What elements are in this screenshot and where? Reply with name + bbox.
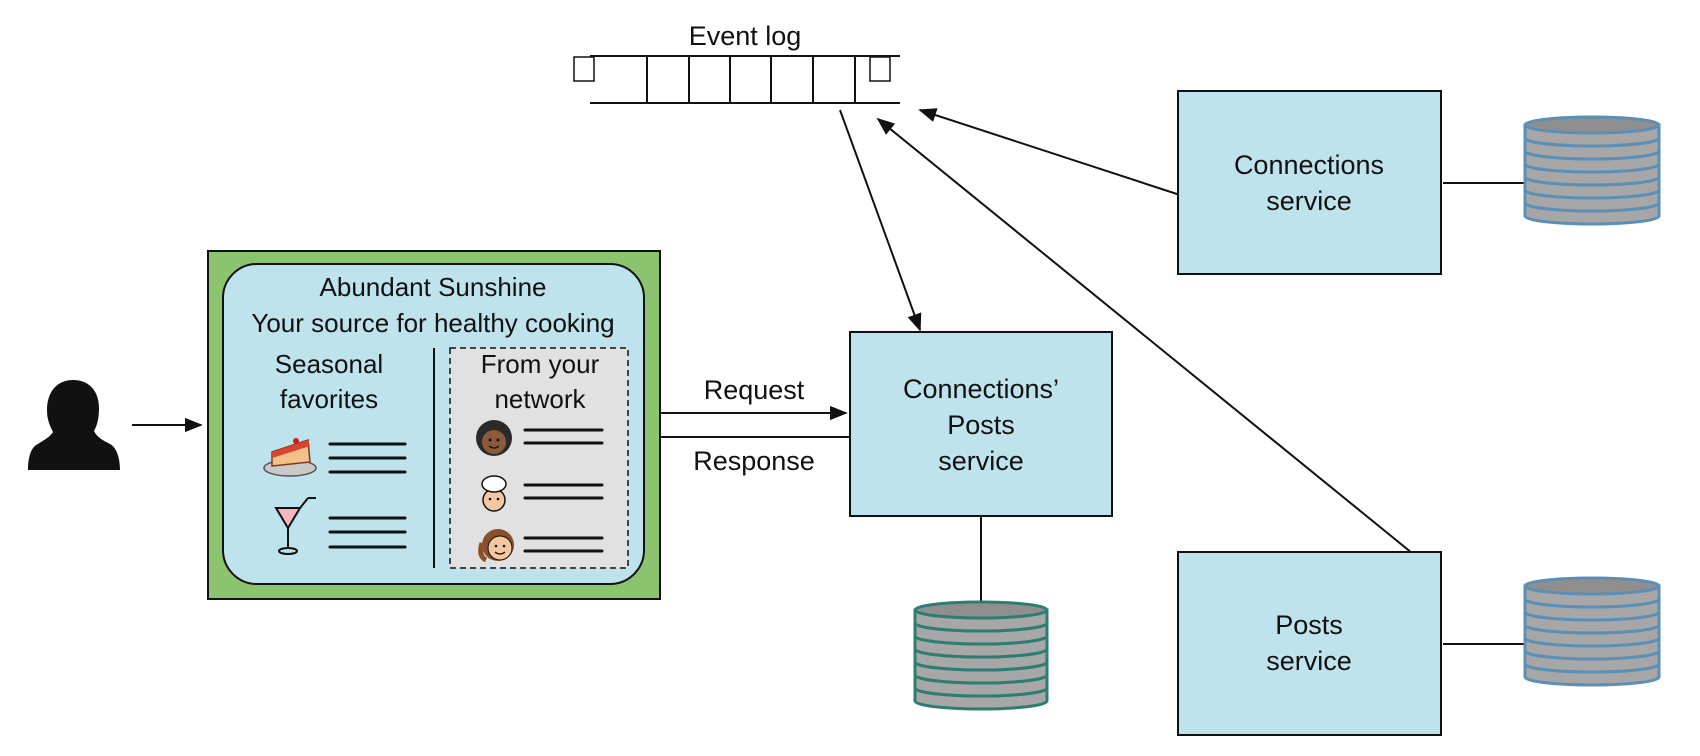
seasonal-favorites-line1: Seasonal — [275, 349, 383, 379]
cake-icon — [263, 438, 317, 477]
posts-service-line1: Posts — [1275, 610, 1343, 640]
database-disk-top — [1523, 115, 1661, 135]
response-label: Response — [693, 446, 815, 476]
arrow-eventlog-to-cps — [839, 109, 922, 332]
posts-service: Posts service — [1177, 551, 1442, 736]
curly-hair-avatar-icon — [476, 420, 512, 456]
database-disk-top — [913, 600, 1049, 620]
database-icon — [913, 600, 1049, 711]
network-panel-line2: network — [494, 384, 586, 414]
network-item-3-lines — [523, 536, 604, 553]
arrow-connections-to-eventlog — [918, 108, 1181, 196]
database-icon — [1523, 115, 1661, 226]
event-log-end-cell-right — [869, 56, 891, 82]
ponytail-avatar-icon — [478, 529, 514, 563]
database-disk-top — [1523, 576, 1661, 596]
connections-posts-service: Connections’ Posts service — [849, 331, 1113, 517]
chef-avatar-icon — [481, 475, 507, 512]
database-icon — [1523, 576, 1661, 687]
connections-service: Connections service — [1177, 90, 1442, 275]
connections-service-line1: Connections — [1234, 150, 1384, 180]
network-panel — [449, 347, 629, 569]
seasonal-favorites-line2: favorites — [280, 384, 378, 414]
web-app: Abundant Sunshine Your source for health… — [207, 250, 661, 600]
app-subtitle: Your source for healthy cooking — [251, 308, 614, 338]
request-label: Request — [704, 375, 805, 405]
event-log-end-cell-left — [573, 56, 595, 82]
connections-posts-service-line1: Connections’ — [903, 374, 1059, 404]
user-silhouette-icon — [28, 380, 120, 470]
event-log: Event log — [573, 21, 900, 104]
network-item-2-lines — [523, 483, 604, 500]
event-log-label: Event log — [689, 21, 802, 51]
favorite-item-2-lines — [328, 516, 407, 549]
connectors — [132, 108, 1525, 645]
network-item-1-lines — [523, 428, 604, 445]
network-panel-line1: From your — [481, 349, 600, 379]
cocktail-icon — [274, 497, 316, 555]
connections-posts-service-line3: service — [938, 446, 1024, 476]
connections-posts-service-line2: Posts — [947, 410, 1015, 440]
connections-service-line2: service — [1266, 186, 1352, 216]
favorite-item-1-lines — [328, 442, 407, 474]
app-title: Abundant Sunshine — [320, 272, 547, 302]
arrow-posts-to-eventlog — [876, 117, 1413, 554]
posts-service-line2: service — [1266, 646, 1352, 676]
